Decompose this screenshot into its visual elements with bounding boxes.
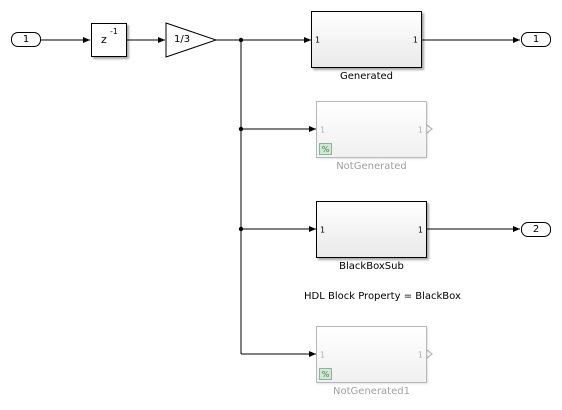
out-port-number: 1	[417, 225, 423, 234]
out-port-number: 1	[412, 35, 418, 44]
unit-delay-block[interactable]: z-1	[91, 23, 127, 57]
outport-1[interactable]: 1	[521, 32, 551, 47]
gain-value: 1/3	[174, 34, 191, 45]
subsystem-notgenerated1[interactable]: 1 1 %	[316, 326, 427, 383]
subsystem-notgenerated1-label: NotGenerated1	[333, 386, 410, 397]
delay-exponent: -1	[110, 27, 118, 36]
subsystem-notgenerated-label: NotGenerated	[336, 161, 407, 172]
dim-out-chevron	[426, 124, 433, 134]
out-port-number: 1	[417, 350, 423, 359]
subsystem-generated-label: Generated	[339, 71, 394, 82]
subsystem-blackboxsub[interactable]: 1 1	[316, 201, 427, 258]
inport-1[interactable]: 1	[11, 32, 41, 47]
subsystem-generated[interactable]: 1 1	[311, 11, 422, 68]
branch-point	[238, 37, 244, 43]
outport-2[interactable]: 2	[521, 222, 551, 237]
in-port-number: 1	[320, 225, 326, 234]
dim-out-chevron	[426, 349, 433, 359]
annotation-text[interactable]: HDL Block Property = BlackBox	[304, 291, 461, 302]
in-port-number: 1	[320, 350, 326, 359]
subsystem-notgenerated[interactable]: 1 1 %	[316, 101, 427, 158]
variant-percent-icon: %	[319, 368, 332, 380]
in-port-number: 1	[320, 125, 326, 134]
subsystem-blackboxsub-label: BlackBoxSub	[339, 261, 404, 272]
delay-base: z	[101, 33, 107, 46]
in-port-number: 1	[315, 35, 321, 44]
variant-percent-icon: %	[319, 143, 332, 155]
gain-block[interactable]	[165, 22, 218, 58]
out-port-number: 1	[417, 125, 423, 134]
